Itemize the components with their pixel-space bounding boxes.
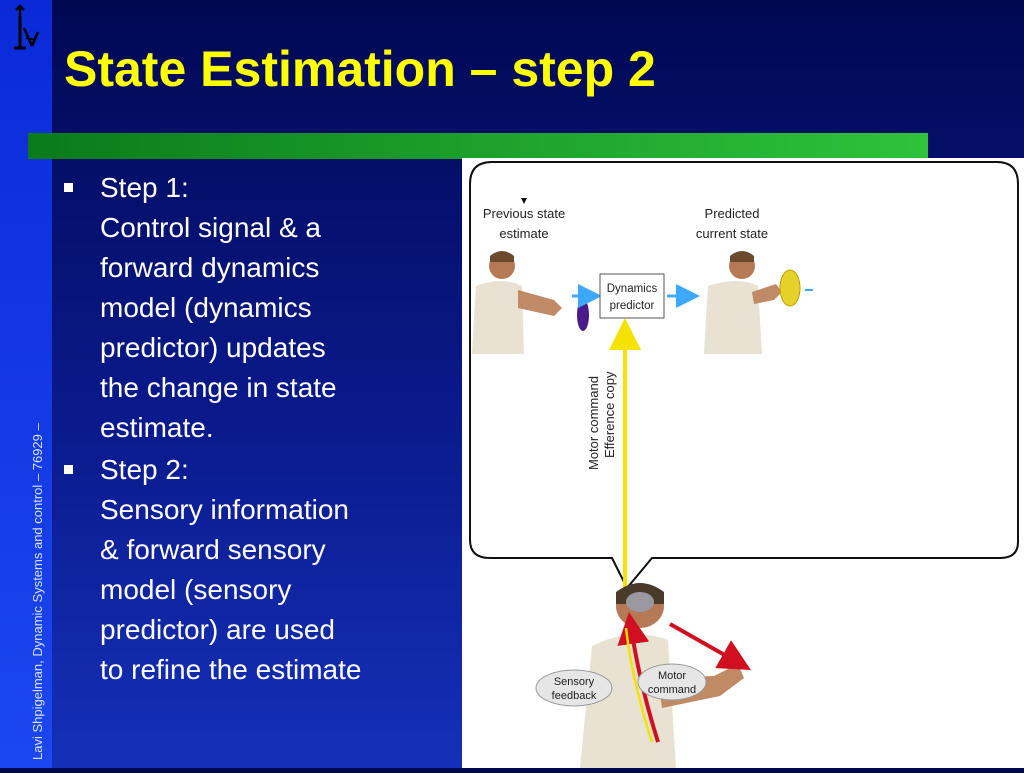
motor-command-label: command [648, 684, 696, 696]
dynamics-predictor-label: Dynamics [607, 283, 658, 295]
efference-copy-vertical-label: Efference copy [602, 371, 617, 458]
bullet-heading: Step 2: [100, 454, 189, 485]
person-predicted-icon [704, 251, 801, 354]
sidebar-strip [0, 0, 52, 768]
bullet-line: predictor) updates [100, 332, 326, 363]
state-estimation-diagram: Previous state estimate Predicted curren… [462, 158, 1024, 768]
bullet-line: forward dynamics [100, 252, 320, 283]
bullet-heading: Step 1: [100, 172, 189, 203]
predicted-state-label: current state [696, 226, 768, 241]
sensory-feedback-label: Sensory [554, 676, 595, 688]
bullet-list: Step 1: Control signal & a forward dynam… [62, 168, 452, 692]
bullet-line: the change in state [100, 372, 337, 403]
bullet-line: Sensory information [100, 494, 350, 525]
bullet-line: estimate. [100, 412, 214, 443]
down-arrow-icon [521, 198, 527, 204]
motor-command-arrow [669, 622, 751, 670]
person-previous-icon [472, 251, 589, 354]
diagram-svg: Previous state estimate Predicted curren… [469, 161, 1019, 768]
previous-state-label: Previous state [483, 206, 565, 221]
dynamics-predictor-box [599, 273, 665, 319]
predicted-state-label: Predicted [705, 206, 760, 221]
motor-command-label: Motor [658, 670, 686, 682]
thought-bubble [469, 161, 1019, 590]
bullet-item-step1: Step 1: Control signal & a forward dynam… [62, 168, 452, 448]
bullet-line: model (sensory [100, 574, 292, 605]
bullet-line: Control signal & a [100, 212, 322, 243]
sensory-feedback-bubble [535, 669, 613, 707]
bullet-line: to refine the estimate [100, 654, 362, 685]
square-bullet-icon [64, 465, 73, 474]
previous-state-label: estimate [499, 226, 548, 241]
title-underline-bar [28, 133, 928, 159]
motor-command-vertical-label: Motor command [586, 376, 601, 470]
logo-icon [14, 4, 40, 50]
motor-command-bubble [637, 663, 707, 701]
square-bullet-icon [64, 183, 73, 192]
sensory-feedback-label: feedback [552, 690, 597, 702]
dynamics-predictor-label: predictor [610, 300, 655, 312]
bullet-line: predictor) are used [100, 614, 336, 645]
bullet-line: model (dynamics [100, 292, 312, 323]
slide-title: State Estimation – step 2 [64, 41, 656, 97]
bullet-line: & forward sensory [100, 534, 326, 565]
footer-author-course: Lavi Shpigelman, Dynamic Systems and con… [30, 423, 45, 760]
sensory-feedback-yellow [624, 627, 654, 743]
bullet-item-step2: Step 2: Sensory information & forward se… [62, 450, 452, 690]
